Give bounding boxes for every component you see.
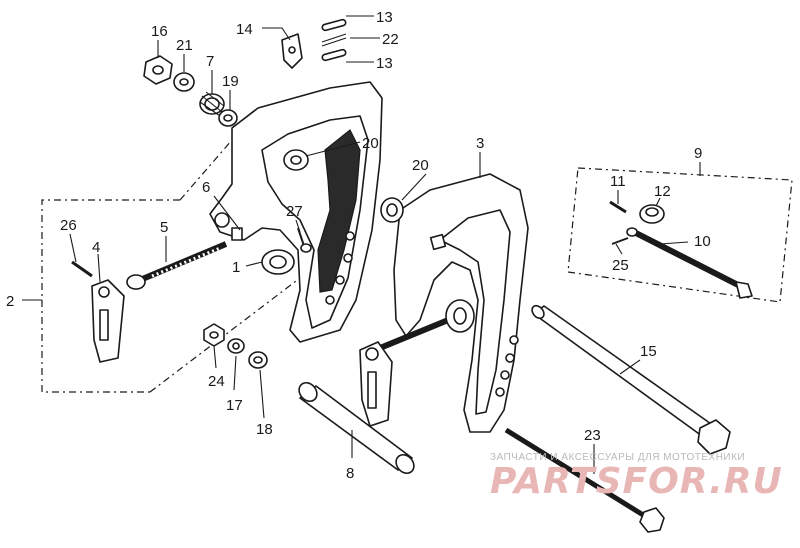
pin-25: [611, 237, 629, 245]
callout-6: 6: [202, 179, 210, 196]
watermark: ЗАПЧАСТИ И АКСЕССУАРЫ ДЛЯ МОТОТЕХНИКИ PA…: [490, 452, 790, 501]
pin-27: [297, 227, 312, 253]
washer-18: [248, 351, 268, 369]
group-outline-9: [567, 162, 793, 303]
callout-12: 12: [654, 183, 671, 200]
washer-20-right: [380, 197, 404, 223]
callout-22: 22: [382, 31, 399, 48]
callout-13-top: 13: [376, 9, 393, 26]
callout-24: 24: [208, 373, 225, 390]
callout-23: 23: [584, 427, 601, 444]
callout-5: 5: [160, 219, 168, 236]
callout-15: 15: [640, 343, 657, 360]
callout-3: 3: [476, 135, 484, 152]
callout-26: 26: [60, 217, 77, 234]
callout-10: 10: [694, 233, 711, 250]
callout-20-right: 20: [412, 157, 429, 174]
washer-21: [173, 72, 195, 92]
leader-lines: [69, 15, 689, 474]
clamp-screw-5: [126, 241, 295, 290]
tube-8: [298, 381, 415, 475]
spring-7: [199, 91, 225, 117]
pin-11: [609, 200, 627, 214]
washer-20-left: [283, 149, 309, 171]
callout-8: 8: [346, 465, 354, 482]
nut-24: [203, 323, 225, 347]
callout-16: 16: [151, 23, 168, 40]
rod-10: [626, 227, 753, 299]
callout-7: 7: [206, 53, 214, 70]
swivel-bracket-right: [393, 173, 529, 433]
washer-17: [227, 338, 245, 354]
clamp-handle-4: [91, 279, 125, 363]
callout-14: 14: [236, 21, 253, 38]
clip-14: [281, 33, 303, 69]
nut-16: [143, 55, 173, 85]
callout-9: 9: [694, 145, 702, 162]
callout-17: 17: [226, 397, 243, 414]
callout-19: 19: [222, 73, 239, 90]
callout-25: 25: [612, 257, 629, 274]
callout-1: 1: [232, 259, 240, 276]
pins-13-22: [321, 18, 347, 62]
callout-2: 2: [6, 293, 14, 310]
callout-13-bottom: 13: [376, 55, 393, 72]
washer-19: [218, 109, 238, 127]
cap-12: [639, 204, 665, 224]
group-outline-2: [22, 139, 301, 393]
watermark-tagline: ЗАПЧАСТИ И АКСЕССУАРЫ ДЛЯ МОТОТЕХНИКИ: [490, 452, 746, 463]
callout-27: 27: [286, 203, 303, 220]
watermark-logo: PARTSFOR.RU: [490, 461, 783, 502]
clamp-screw-right: [359, 299, 475, 427]
callout-21: 21: [176, 37, 193, 54]
callout-18: 18: [256, 421, 273, 438]
pin-26: [71, 260, 93, 278]
callout-20-left: 20: [362, 135, 379, 152]
callout-11: 11: [610, 173, 626, 190]
callout-4: 4: [92, 239, 100, 256]
bolt-23: [504, 427, 665, 533]
callout-labels: 16 21 7 19 14 13 22 13 20 20 3 6 27 5 26…: [6, 9, 711, 482]
bolt-15: [531, 304, 731, 455]
